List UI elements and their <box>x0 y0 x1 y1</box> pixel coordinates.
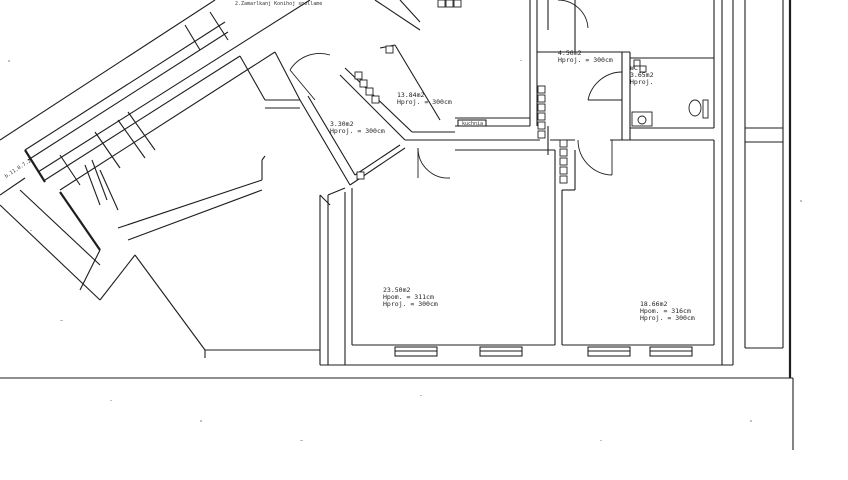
room-label-wc: WC 3.65m2 Hproj. <box>630 64 654 86</box>
room-height: Hproj. = 300cm <box>558 56 613 64</box>
room-label-13: 13.84m2 Hproj. = 300cm <box>397 91 452 106</box>
room-area: 23.50m2 <box>383 286 410 294</box>
kitchen-label: kuchnia <box>462 121 483 127</box>
room-height: Hproj. = 300cm <box>330 127 385 135</box>
room-label-23: 23.50m2 Hpom. = 311cm Hproj. = 300cm <box>383 286 438 308</box>
top-caption: 2.Zamarlkanj Konihoj spellame <box>235 1 322 7</box>
room-area: 4.56m2 <box>558 49 582 57</box>
room-label-hall: 4.56m2 Hproj. = 300cm <box>558 49 613 64</box>
room-label-3: 3.30m2 Hproj. = 300cm <box>330 120 385 135</box>
room-height: Hproj. = 300cm <box>383 300 438 308</box>
lower-rooms <box>0 119 793 379</box>
room-area: 13.84m2 <box>397 91 424 99</box>
room-area: 3.30m2 <box>330 120 354 128</box>
right-strip <box>732 0 794 450</box>
room-height-pom: Hpom. = 311cm <box>383 293 434 301</box>
room-height-pom: Hpom. = 316cm <box>640 307 691 315</box>
room-area: 18.66m2 <box>640 300 667 308</box>
scan-noise <box>8 60 802 441</box>
room-label-18: 18.66m2 Hpom. = 316cm Hproj. = 300cm <box>640 300 695 322</box>
room-height: Hproj. <box>630 78 653 86</box>
room-name: WC <box>630 64 638 72</box>
room-area: 3.65m2 <box>630 71 654 79</box>
room-height: Hproj. = 300cm <box>640 314 695 322</box>
room-height: Hproj. = 300cm <box>397 98 452 106</box>
hall-area <box>537 0 723 184</box>
diagonal-wing: b.11.0.7.2 <box>0 0 320 351</box>
upper-rooms <box>239 0 589 206</box>
side-label: b.11.0.7.2 <box>4 158 33 179</box>
